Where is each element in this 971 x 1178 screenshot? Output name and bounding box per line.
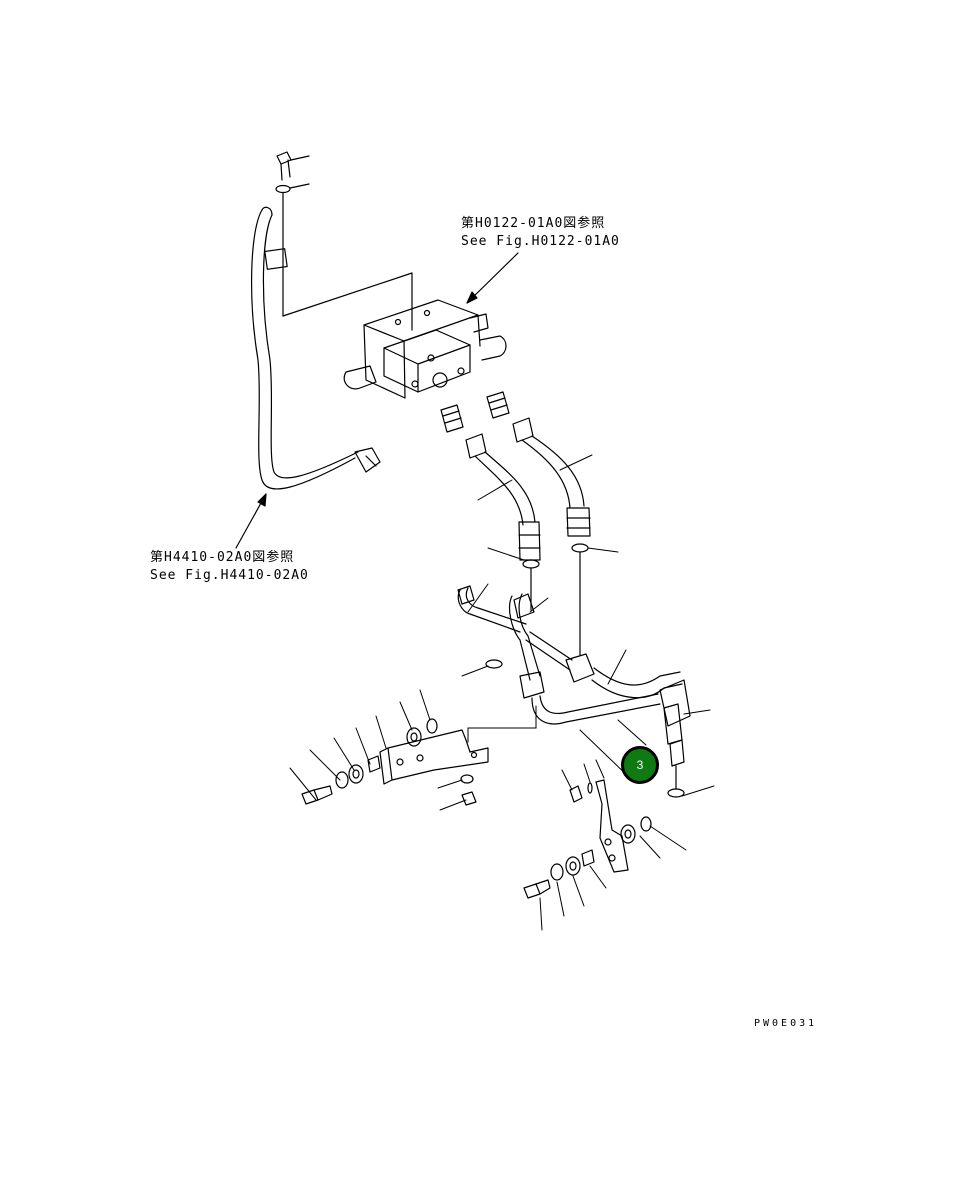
left-hardware bbox=[301, 718, 477, 806]
valve-ref-leader bbox=[466, 252, 519, 304]
tube-assembly bbox=[457, 585, 691, 790]
fitting-left bbox=[440, 404, 464, 433]
drawing-code: PW0E031 bbox=[754, 1018, 818, 1029]
callout-number: 3 bbox=[636, 758, 644, 772]
top-bolt bbox=[276, 151, 310, 181]
control-valve bbox=[343, 299, 507, 399]
right-hardware bbox=[523, 782, 652, 899]
hose-ref-jp: 第H4410-02A0図参照 bbox=[150, 550, 295, 565]
valve-ref-arrowhead bbox=[466, 291, 478, 304]
hose-left-center bbox=[465, 433, 541, 561]
o-ring-right bbox=[571, 543, 589, 553]
left-hose bbox=[251, 206, 381, 490]
valve-ref-en: See Fig.H0122-01A0 bbox=[461, 234, 620, 249]
callout-marker-3[interactable]: 3 bbox=[621, 746, 659, 784]
bracket-left bbox=[379, 729, 489, 785]
bracket-right bbox=[595, 779, 629, 873]
hose-ref-arrowhead bbox=[257, 493, 267, 507]
top-washer bbox=[275, 183, 310, 194]
fitting-right bbox=[486, 391, 510, 419]
o-ring-lower-left bbox=[485, 659, 503, 669]
valve-ref-jp: 第H0122-01A0図参照 bbox=[461, 216, 606, 231]
valve-lead-line bbox=[282, 272, 413, 331]
o-ring-left bbox=[522, 559, 540, 569]
hose-right-center bbox=[512, 417, 591, 537]
hose-ref-en: See Fig.H4410-02A0 bbox=[150, 568, 309, 583]
